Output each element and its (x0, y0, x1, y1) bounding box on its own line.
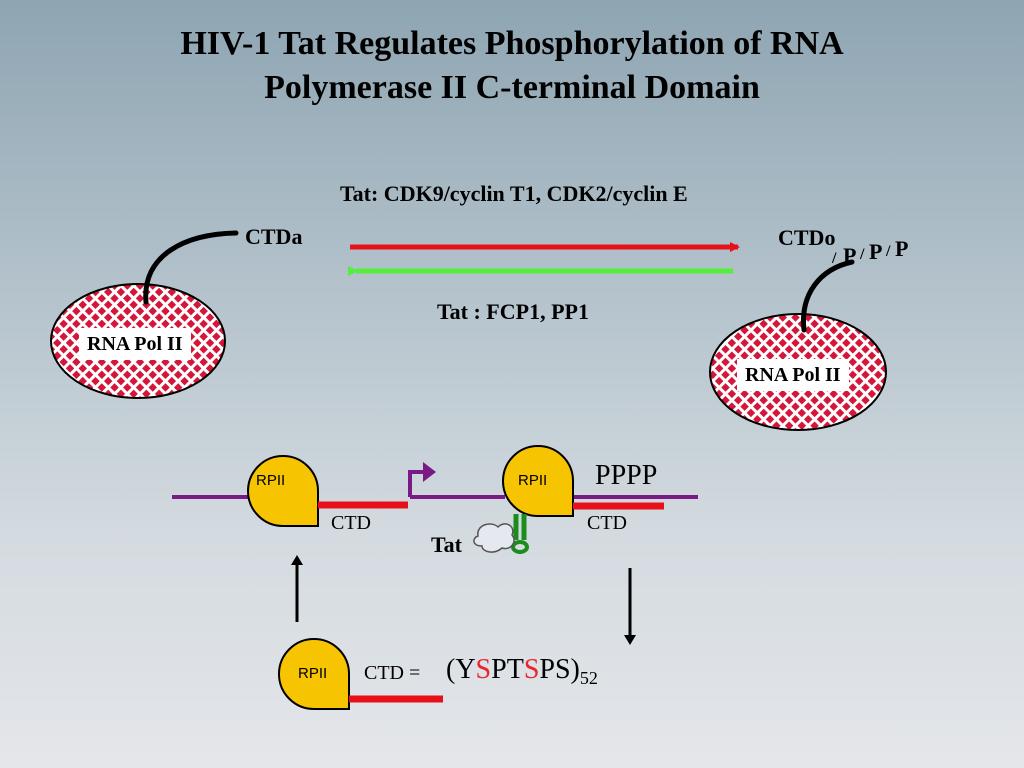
rpii-right-shape (502, 445, 574, 517)
ctd-equation-label: CTD = (364, 662, 421, 684)
tat-label: Tat (431, 532, 462, 557)
ctd-right-label: CTD (587, 512, 627, 534)
seq-middle: PT (491, 654, 524, 685)
phosphate-slash-1: / (832, 250, 837, 267)
rna-pol-ii-left-label: RNA Pol II (79, 328, 191, 360)
ctd-repeat-sequence: (YSPTSPS)52 (446, 654, 598, 689)
phosphate-slash-2: / (860, 246, 865, 263)
reverse-enzymes-label: Tat : FCP1, PP1 (437, 299, 589, 324)
tar-hairpin (513, 514, 527, 540)
seq-repeat-count: 52 (579, 668, 598, 688)
seq-serine-5: S (523, 654, 540, 685)
promoter-arrow (408, 470, 424, 497)
phosphate-1: P (843, 243, 857, 268)
phosphate-2: P (869, 239, 883, 264)
rpii-right-label: RPII (518, 472, 548, 489)
phosphate-3: P (895, 236, 909, 261)
ctda-label: CTDa (245, 224, 303, 249)
forward-enzymes-label: Tat: CDK9/cyclin T1, CDK2/cyclin E (340, 181, 688, 206)
rpii-bottom-label: RPII (298, 665, 328, 682)
rpii-bottom-shape (278, 638, 350, 710)
title-line-2: Polymerase II C-terminal Domain (264, 69, 760, 106)
rpii-left-shape (247, 455, 319, 527)
seq-serine-2: S (475, 654, 492, 685)
phosphate-slash-3: / (886, 243, 891, 260)
slide-title: HIV-1 Tat Regulates Phosphorylation of R… (0, 22, 1024, 110)
ctdo-label: CTDo (778, 225, 836, 250)
rpii-left-label: RPII (256, 472, 286, 489)
ctdo-tail (800, 259, 855, 333)
ctd-left-label: CTD (331, 512, 371, 534)
rna-pol-ii-right-label: RNA Pol II (737, 359, 849, 391)
tat-blob (473, 523, 515, 553)
seq-end: PS) (539, 654, 580, 685)
pppp-label: PPPP (595, 460, 658, 491)
title-line-1: HIV-1 Tat Regulates Phosphorylation of R… (180, 25, 844, 62)
ctda-tail (143, 230, 239, 305)
seq-open: (Y (446, 654, 476, 685)
